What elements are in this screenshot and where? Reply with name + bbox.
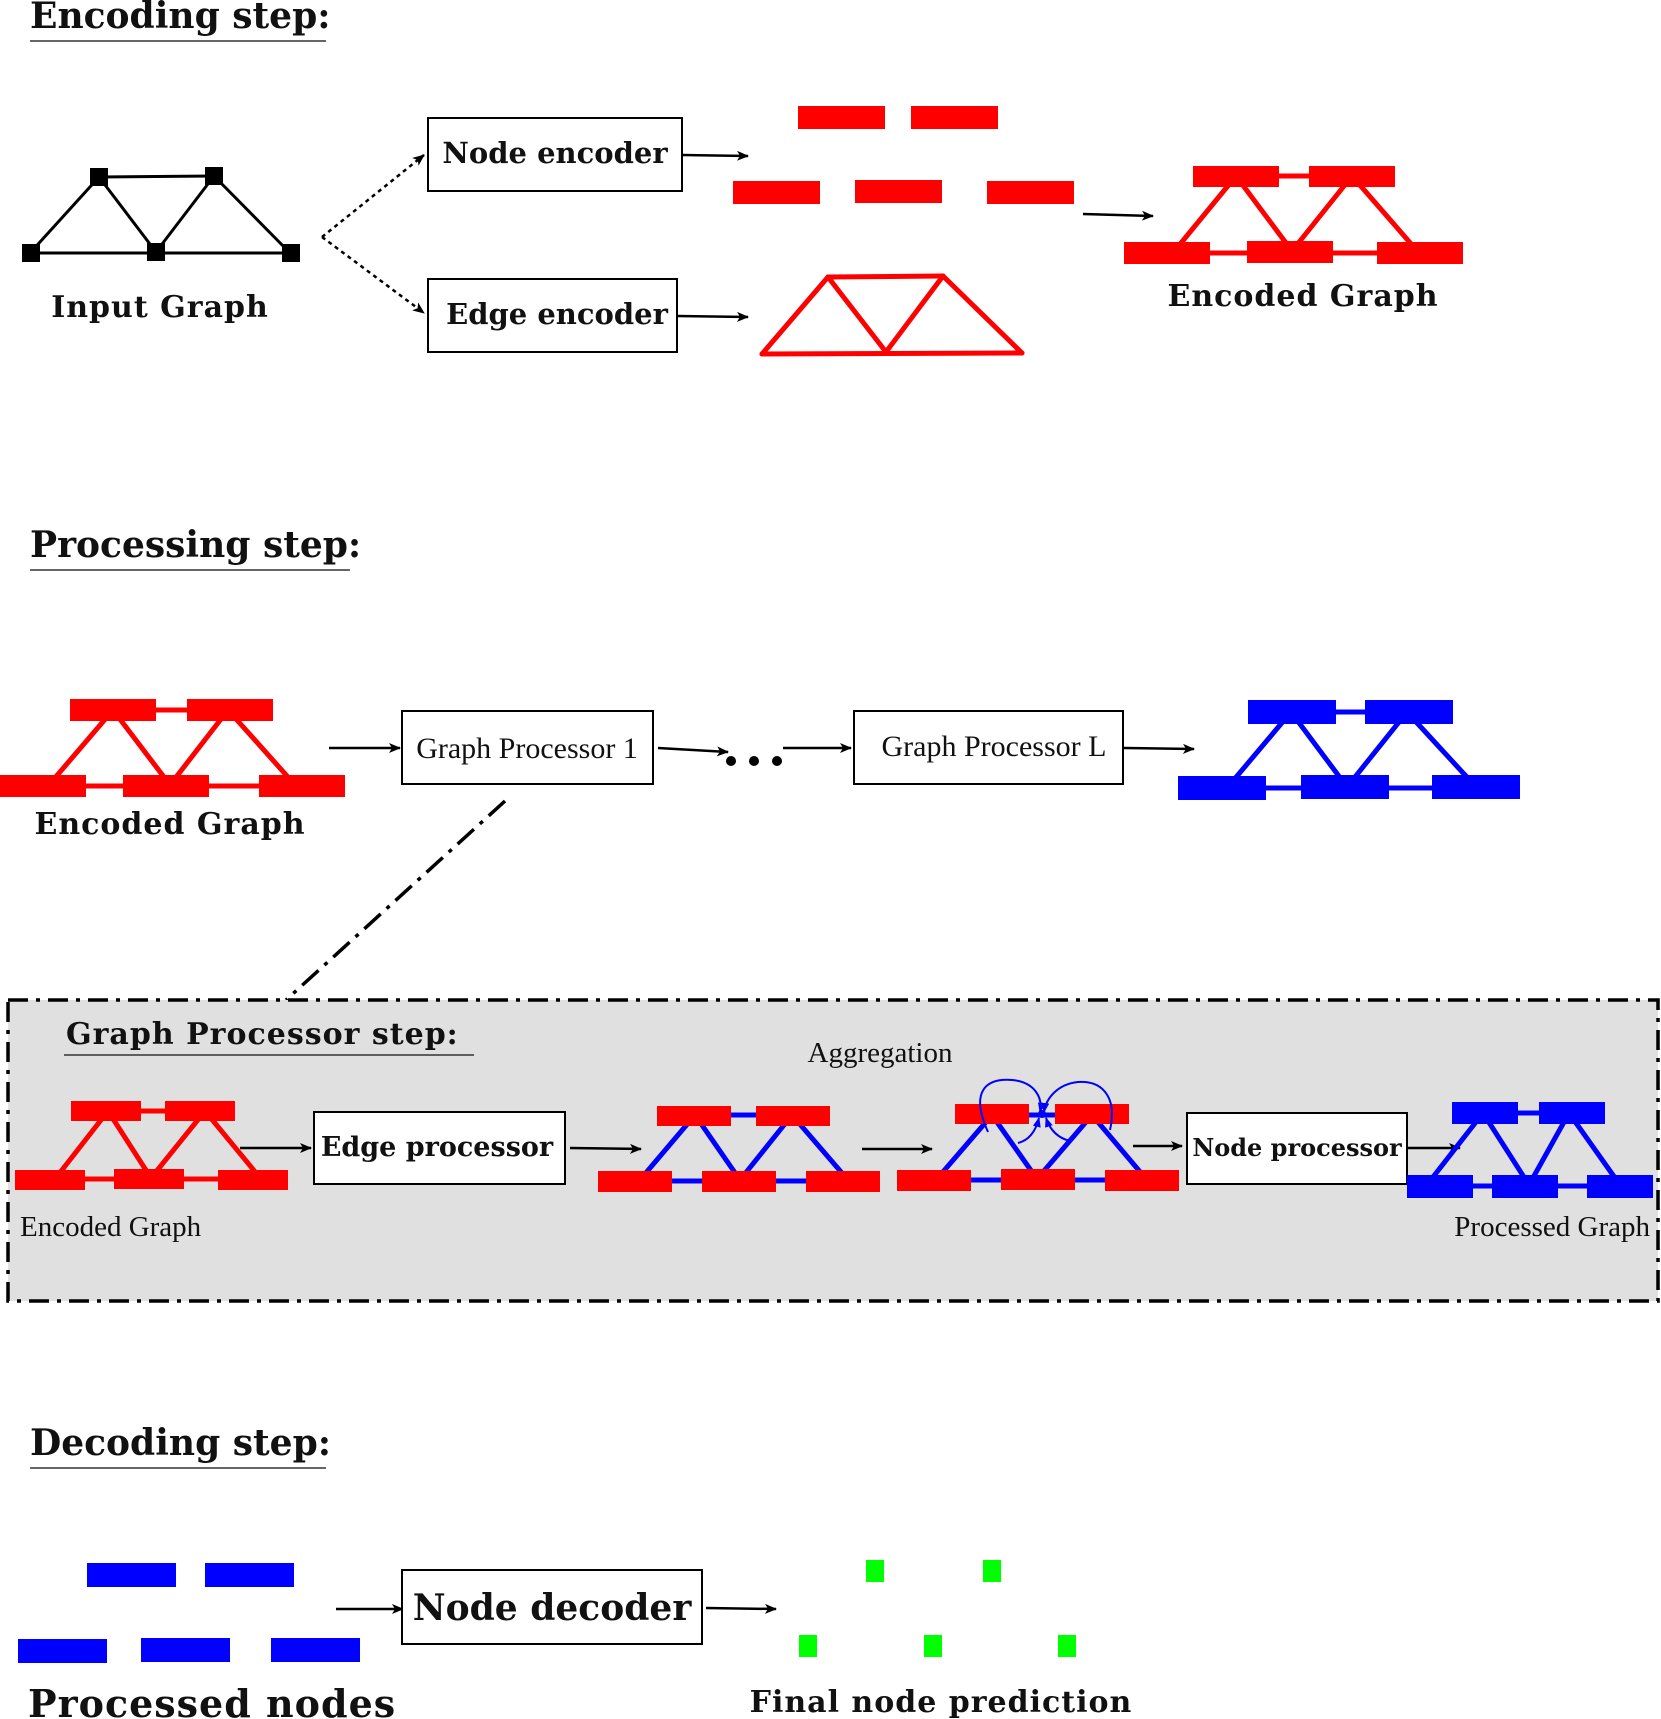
prediction-node — [1058, 1635, 1076, 1657]
encoded-node — [798, 106, 885, 129]
prediction-node — [799, 1635, 817, 1657]
edge-processor-label: Edge processor — [321, 1132, 554, 1163]
decoding-step-title: Decoding step: — [30, 1422, 331, 1464]
node-processor-label: Node processor — [1192, 1133, 1402, 1162]
graph-node — [282, 244, 300, 262]
detail-connector — [284, 799, 507, 1002]
aggregation-target-dot — [1038, 1110, 1046, 1118]
edge-processor-box: Edge processor — [313, 1111, 566, 1185]
edge-updated-graph — [598, 1106, 880, 1192]
processed-graph-panel-label: Processed Graph — [1454, 1211, 1650, 1243]
ellipsis-dots — [726, 756, 782, 766]
arrow-edge-processor-out — [569, 1143, 642, 1154]
aggregation-label: Aggregation — [808, 1037, 953, 1069]
encoded-graph-panel — [15, 1101, 288, 1190]
aggregation-message-arrows — [979, 1078, 1113, 1144]
graph-node — [205, 167, 223, 185]
graph-node — [90, 168, 108, 186]
arrow-processor-l-out — [1123, 743, 1195, 754]
prediction-node — [924, 1635, 942, 1657]
input-graph — [22, 167, 300, 262]
processor-step-title: Graph Processor step: — [66, 1017, 459, 1052]
encoded-edge-features — [759, 273, 1025, 357]
graph-processor-l-label: Graph Processor L — [882, 730, 1107, 763]
node-processor-box: Node processor — [1186, 1112, 1408, 1185]
processed-node — [205, 1563, 294, 1587]
arrow-to-encoded-graph — [1082, 210, 1154, 221]
graph-processor-1-label: Graph Processor 1 — [416, 732, 638, 765]
processing-step-title: Processing step: — [30, 524, 361, 566]
encoding-step-title: Encoding step: — [30, 0, 331, 37]
encoded-graph-panel-label: Encoded Graph — [20, 1211, 202, 1243]
aggregation-graph — [897, 1078, 1179, 1191]
node-encoder-box: Node encoder — [427, 117, 683, 192]
graph-processor-l-box: Graph Processor L — [853, 710, 1124, 785]
encoded-node — [911, 106, 998, 129]
arrow-edge-encoder-out — [676, 311, 749, 322]
node-decoder-box: Node decoder — [401, 1569, 703, 1645]
graph-node — [147, 243, 165, 261]
encoded-node — [987, 181, 1074, 204]
encoded-node — [855, 180, 942, 203]
edge-encoder-box: Edge encoder — [427, 278, 678, 353]
arrow-node-encoder-out — [681, 150, 749, 161]
processed-nodes — [18, 1563, 360, 1663]
prediction-node — [983, 1560, 1001, 1582]
processed-graph-panel — [1407, 1102, 1653, 1198]
processed-node — [87, 1563, 176, 1587]
node-encoder-label: Node encoder — [442, 136, 668, 170]
arrow-processor-1-out — [657, 746, 729, 757]
prediction-node — [866, 1560, 884, 1582]
input-graph-label: Input Graph — [51, 290, 269, 325]
encoded-graph-label: Encoded Graph — [1167, 279, 1438, 314]
dotted-arrow-to-edge-encoder — [321, 235, 425, 315]
processed-node — [18, 1639, 107, 1663]
processed-node — [141, 1638, 230, 1662]
processed-nodes-label: Processed nodes — [28, 1681, 396, 1719]
encoded-graph-top — [1124, 166, 1463, 264]
encoded-node — [733, 181, 820, 204]
arrow-node-decoder-out — [705, 1603, 777, 1614]
final-prediction-label: Final node prediction — [750, 1685, 1133, 1719]
graph-processor-1-box: Graph Processor 1 — [401, 710, 654, 785]
encoded-graph-processing-label: Encoded Graph — [34, 807, 305, 842]
node-decoder-label: Node decoder — [413, 1587, 693, 1629]
processed-node — [271, 1638, 360, 1662]
final-node-predictions — [799, 1560, 1076, 1657]
processed-graph-processing — [1178, 700, 1520, 800]
encoded-graph-processing — [0, 699, 345, 797]
encoded-node-features — [733, 106, 1074, 204]
graph-node — [22, 244, 40, 262]
dotted-arrow-to-node-encoder — [321, 154, 425, 238]
edge-encoder-label: Edge encoder — [446, 297, 668, 331]
